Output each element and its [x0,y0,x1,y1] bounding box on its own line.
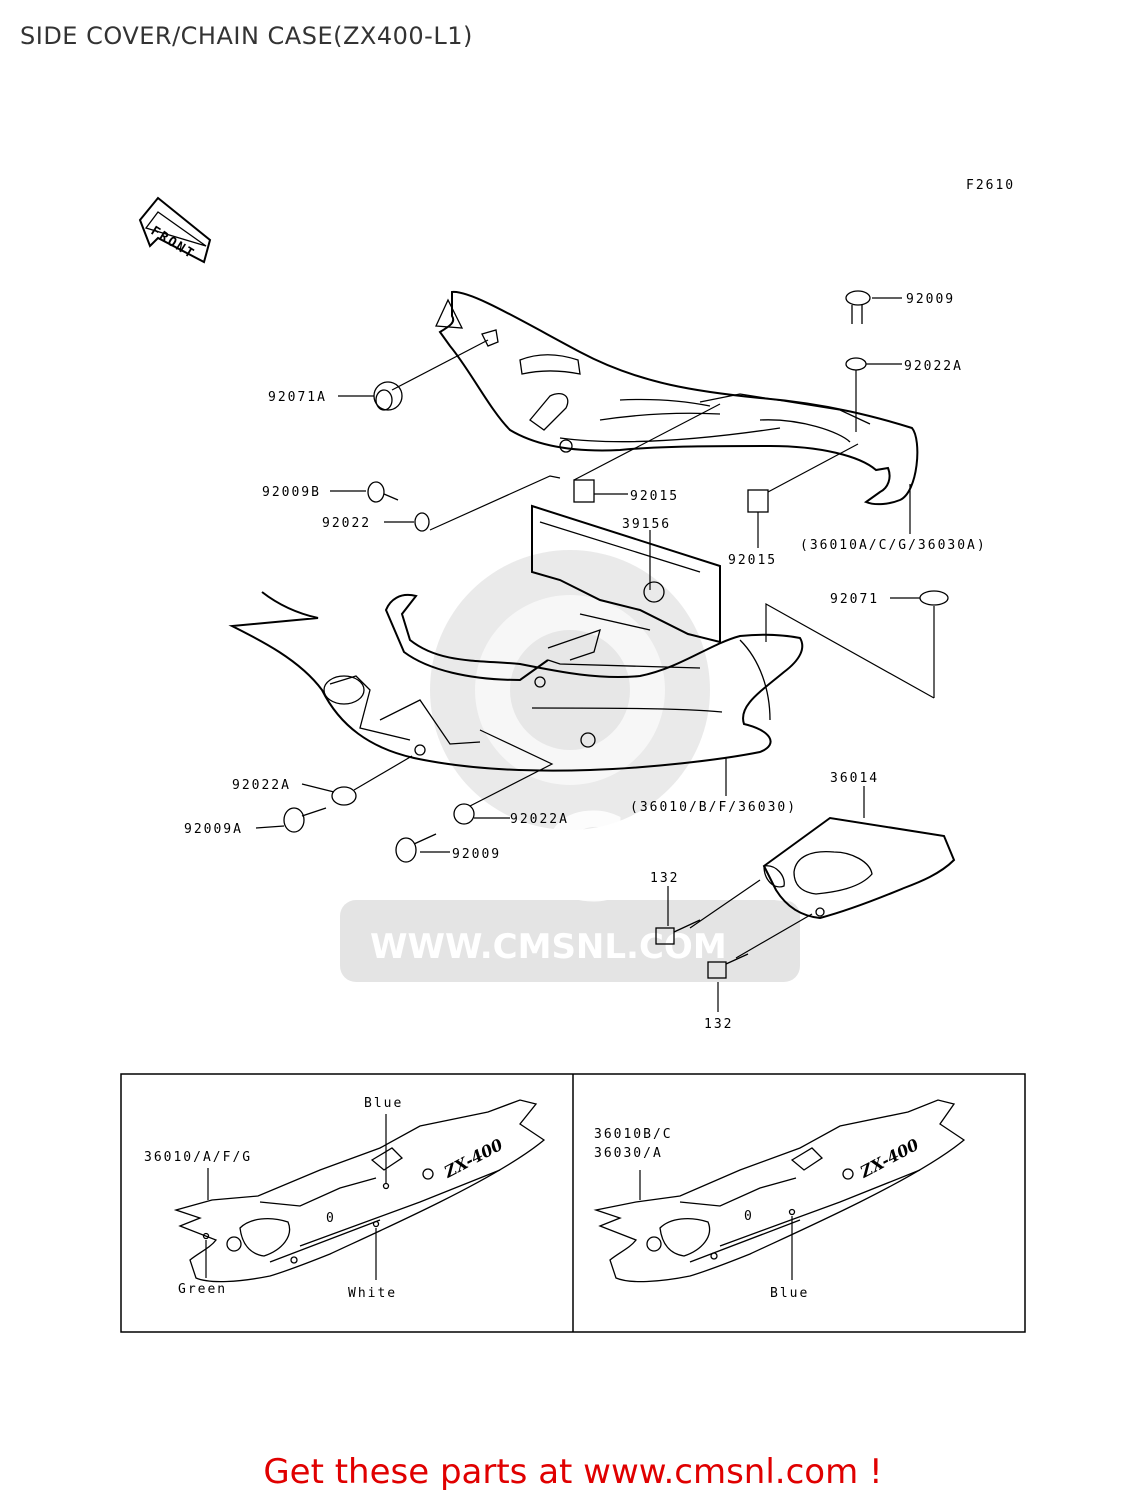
svg-text:0: 0 [744,1209,754,1224]
svg-text:0: 0 [326,1211,336,1226]
callout-92022: 92022 [322,516,371,531]
callout-92022a-top: 92022A [904,359,963,374]
lower-side-cover [228,591,804,772]
inset-left-decal: ZX-400 [440,1135,506,1182]
front-label: FRONT [148,224,198,263]
promo-banner[interactable]: Get these parts at www.cmsnl.com ! [263,1452,883,1492]
callout-36014: 36014 [830,771,879,786]
parts-diagram: CMS WWW.CMSNL.COM F2610 FRONT [120,178,1026,1333]
inset-left-color-white: White [348,1286,397,1301]
figure-code: F2610 [966,178,1015,193]
inset-left-color-green: Green [178,1282,227,1297]
front-arrow-icon: FRONT [138,196,212,264]
inset-left-color-blue: Blue [364,1096,403,1111]
callout-39156: 39156 [622,517,671,532]
page-title: SIDE COVER/CHAIN CASE(ZX400-L1) [20,22,473,50]
callout-92015-right: 92015 [728,553,777,568]
upper-side-cover [435,290,919,506]
inset-right-part-line1: 36010B/C [594,1127,673,1142]
callout-92009-top: 92009 [906,292,955,307]
callout-132-bottom: 132 [704,1017,733,1032]
inset-left-part: 36010/A/F/G [144,1150,252,1165]
callout-132-top: 132 [650,871,679,886]
callout-92022a-left: 92022A [232,778,291,793]
callout-92071: 92071 [830,592,879,607]
callout-92071a: 92071A [268,390,327,405]
inset-right-part-line2: 36030/A [594,1146,663,1161]
callout-92009-mid: 92009 [452,847,501,862]
inset-left-cover: 0 ZX-400 [173,1099,546,1283]
decal-panel [531,504,721,644]
callout-92009a: 92009A [184,822,243,837]
callout-labels: 92009 92022A 92071A 92009B 92022 92015 9… [184,292,987,1032]
callout-92022a-mid: 92022A [510,812,569,827]
inset-right-color-blue: Blue [770,1286,809,1301]
leader-lines [255,297,935,1012]
callout-92009b: 92009B [262,485,321,500]
watermark-url: WWW.CMSNL.COM [370,927,727,967]
callout-36010b: (36010/B/F/36030) [630,800,797,815]
cmsnl-watermark: CMS WWW.CMSNL.COM [340,550,834,982]
color-variants-inset: 0 ZX-400 36010/A/F/G Blue Green White 0 … [120,1073,1026,1333]
callout-36010a: (36010A/C/G/36030A) [800,538,987,553]
watermark-logo: CMS [540,790,834,929]
chain-case [762,816,956,920]
callout-92015-left: 92015 [630,489,679,504]
